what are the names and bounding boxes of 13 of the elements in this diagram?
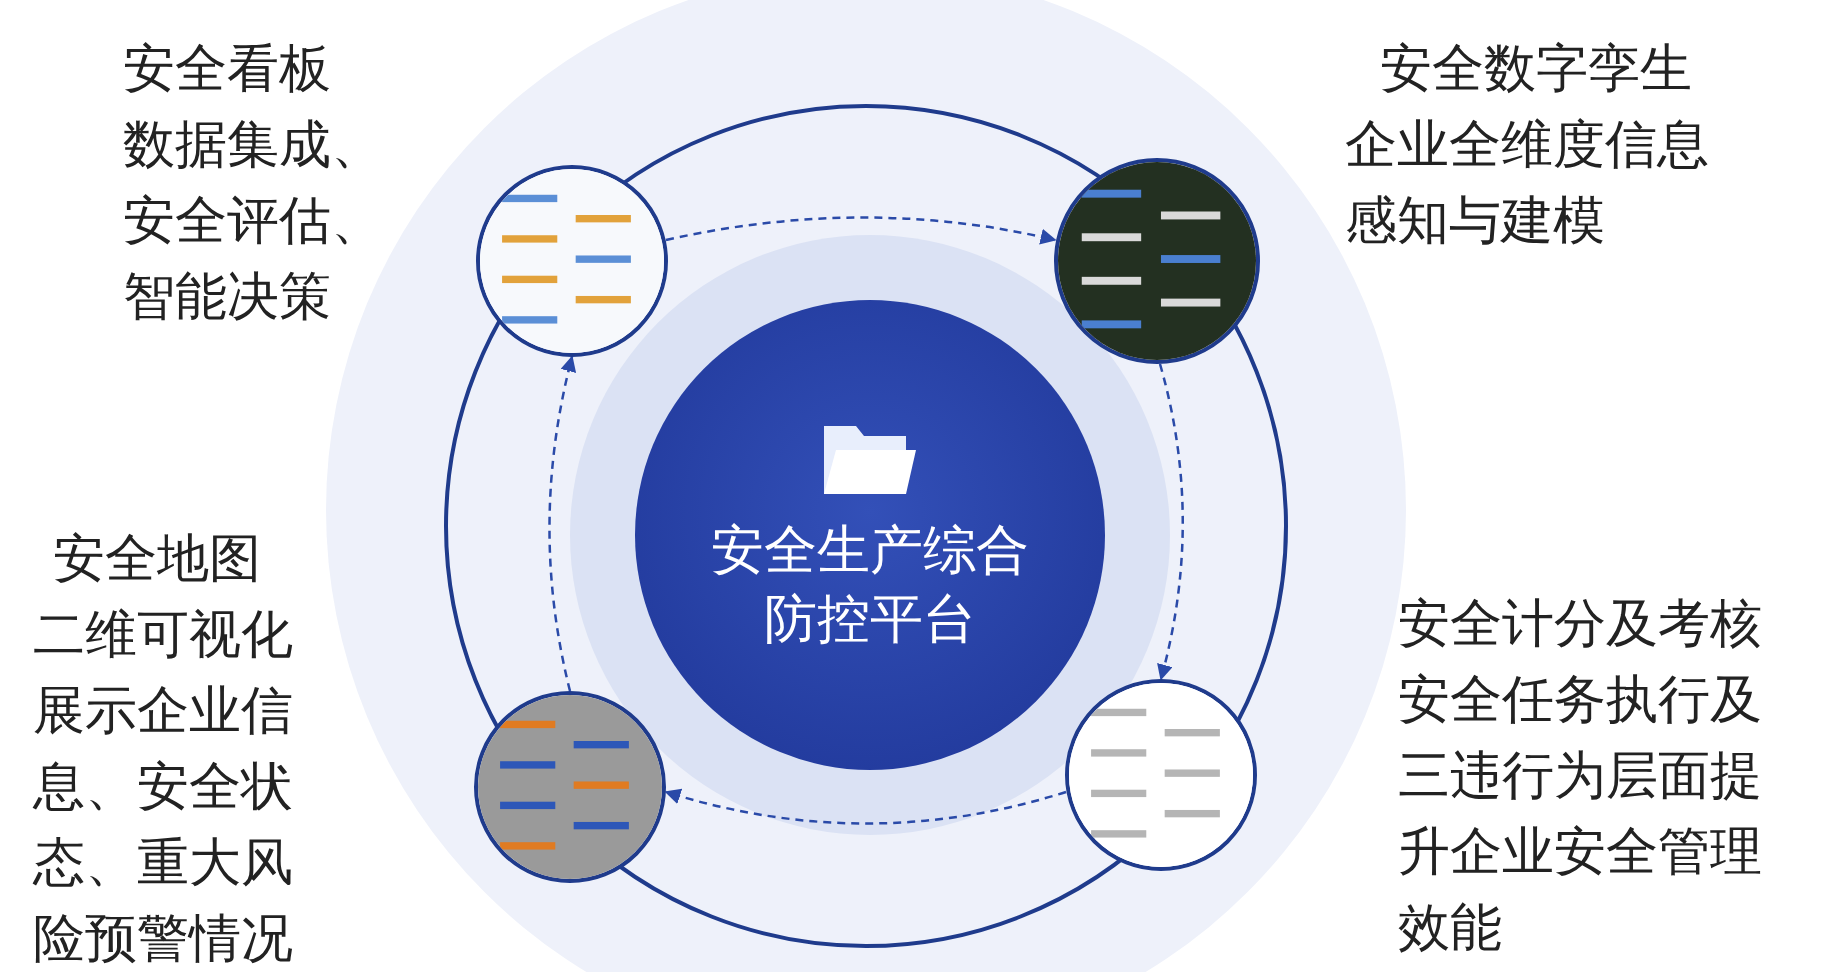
dashed-arrow [665,216,1057,245]
feature-description: 二维可视化展示企业信息、安全状态、重大风险预警情况 [33,603,294,970]
platform-title: 安全生产综合防控平台 [710,518,1030,651]
feature-heading: 安全地图 [53,527,262,590]
feature-heading: 安全看板 [123,37,332,100]
dashed-arrow [548,355,577,692]
feature-description: 数据集成、安全评估、智能决策 [123,113,384,328]
dashed-arrow [1156,363,1184,681]
dashed-arrow [664,788,1067,825]
feature-heading: 安全计分及考核 [1398,592,1763,655]
feature-description: 安全任务执行及三违行为层面提升企业安全管理效能 [1398,668,1763,959]
feature-description: 企业全维度信息感知与建模 [1345,113,1710,252]
feature-heading: 安全数字孪生 [1380,37,1693,100]
